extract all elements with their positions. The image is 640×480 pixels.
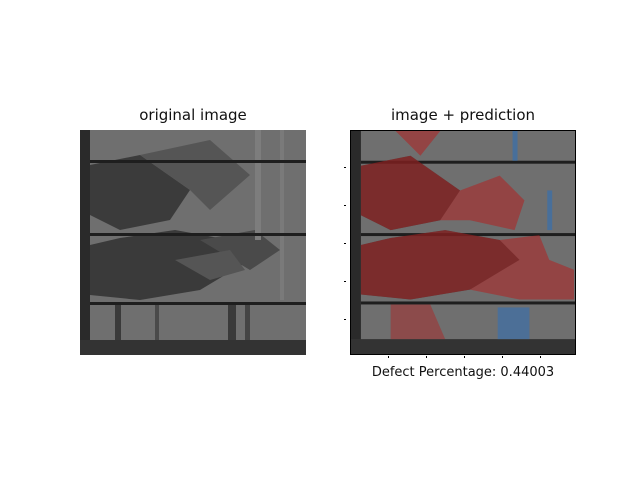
- prediction-image-render: [351, 131, 575, 354]
- x-tick: [502, 356, 503, 358]
- y-tick: [344, 281, 346, 282]
- x-tick: [464, 356, 465, 358]
- x-tick: [426, 356, 427, 358]
- original-image: [80, 130, 306, 355]
- x-tick: [388, 356, 389, 358]
- y-tick: [344, 319, 346, 320]
- x-tick: [540, 356, 541, 358]
- prediction-image-title: image + prediction: [390, 106, 536, 124]
- y-tick: [344, 205, 346, 206]
- y-tick: [344, 243, 346, 244]
- original-image-render: [80, 130, 306, 355]
- prediction-image: [350, 130, 576, 355]
- original-image-title: original image: [139, 106, 247, 124]
- defect-percentage-caption: Defect Percentage: 0.44003: [371, 365, 555, 380]
- y-tick: [344, 167, 346, 168]
